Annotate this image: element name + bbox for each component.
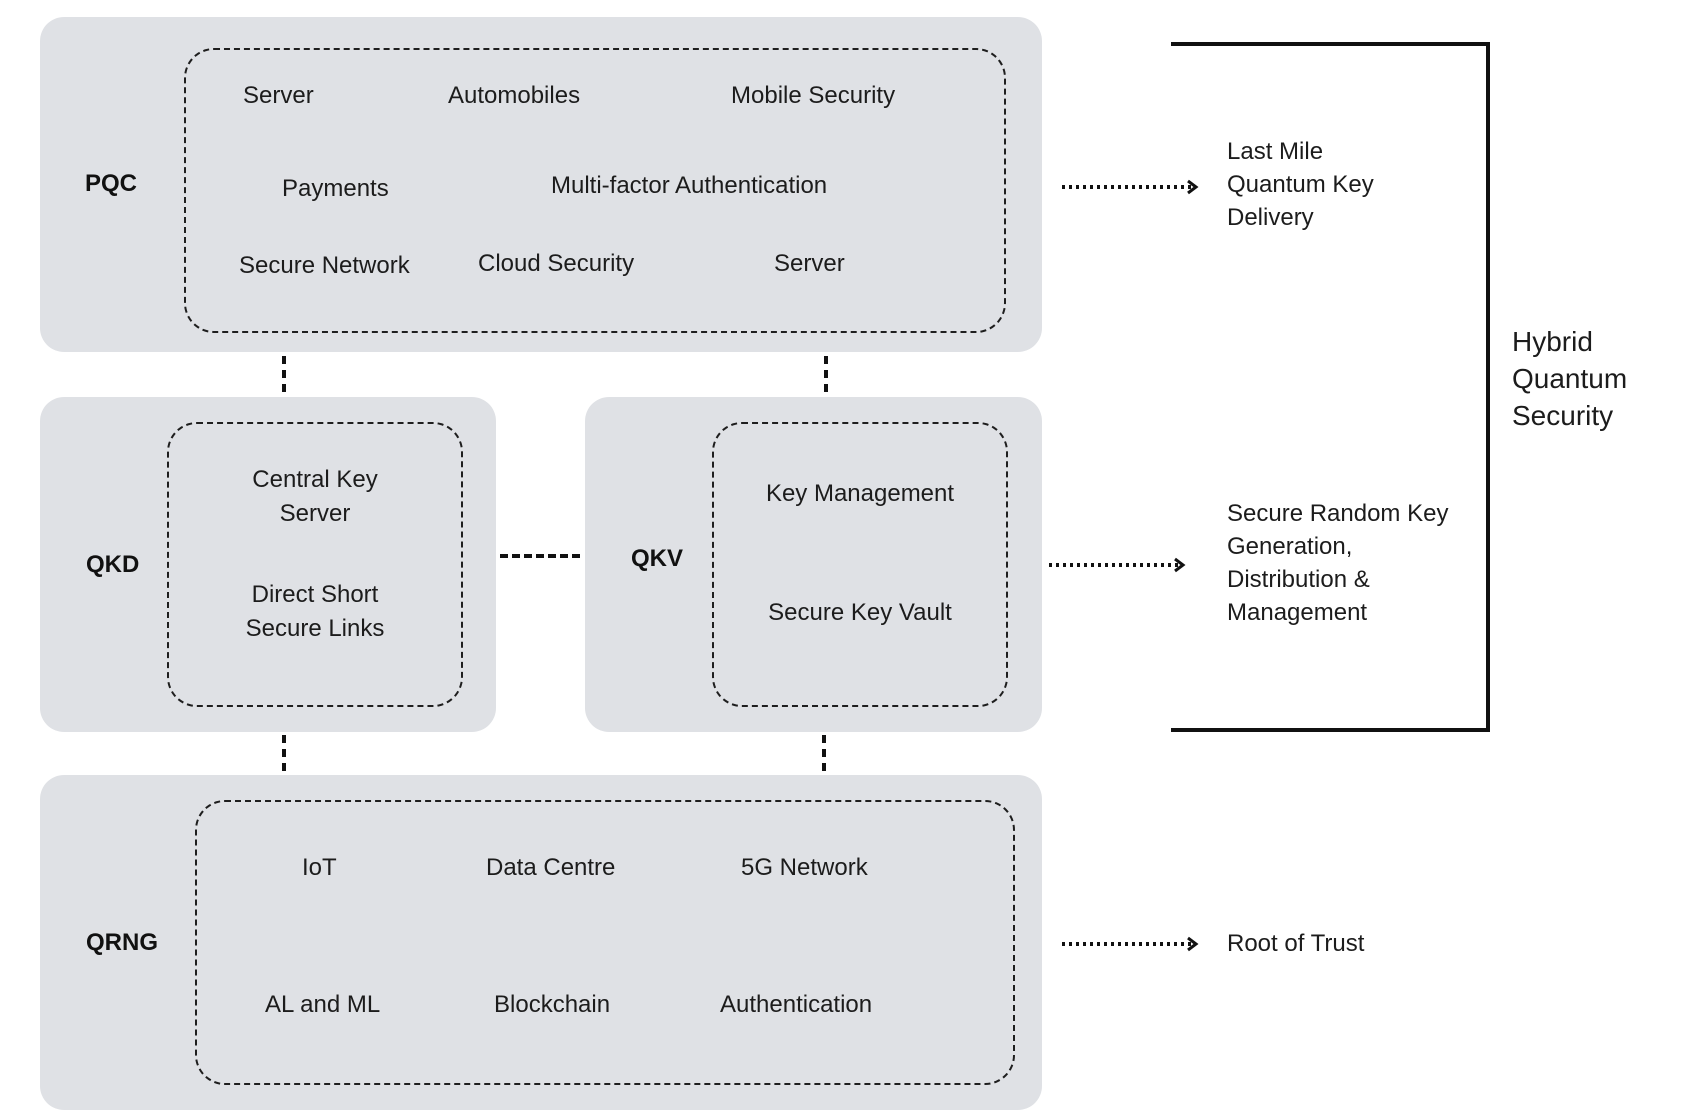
qrng-item-iot: IoT: [302, 854, 337, 881]
qkd-item-central-key-server: Central Key Server: [252, 466, 378, 527]
qrng-panel: [40, 775, 1042, 1110]
qkv-item-key-management: Key Management: [765, 480, 955, 507]
qkd-panel: [40, 397, 496, 732]
connector-pqc-qkv: [824, 356, 828, 392]
qkd-label: QKD: [86, 551, 140, 578]
qrng-output-text: Root of Trust: [1227, 930, 1365, 957]
qrng-item-5g-network: 5G Network: [741, 854, 868, 881]
pqc-output-text: Last Mile Quantum Key Delivery: [1227, 138, 1374, 231]
connector-qkv-qrng: [822, 735, 826, 771]
qrng-output-arrow: [1062, 936, 1199, 952]
qkv-items-box: [712, 422, 1008, 707]
qkv-output-text: Secure Random Key Generation, Distributi…: [1227, 500, 1449, 626]
pqc-item-automobiles: Automobiles: [448, 82, 581, 109]
qrng-items-box: [195, 800, 1015, 1085]
qrng-item-authentication: Authentication: [720, 991, 873, 1018]
pqc-item-server-2: Server: [774, 250, 845, 277]
pqc-label: PQC: [85, 170, 138, 197]
hybrid-quantum-security-label: Hybrid Quantum Security: [1512, 326, 1628, 431]
hybrid-bracket: [1171, 42, 1490, 732]
qrng-item-al-and-ml: AL and ML: [265, 991, 381, 1018]
qkd-items-box: [167, 422, 463, 707]
pqc-item-cloud-security: Cloud Security: [478, 250, 635, 277]
connector-qkd-qkv: [500, 554, 580, 558]
pqc-items-box: [184, 48, 1006, 333]
pqc-item-mobile-security: Mobile Security: [731, 82, 896, 109]
qkv-panel: [585, 397, 1042, 732]
qkd-item-direct-short-secure-links: Direct Short Secure Links: [245, 581, 385, 642]
qrng-item-blockchain: Blockchain: [494, 991, 611, 1018]
pqc-item-payments: Payments: [282, 175, 389, 202]
pqc-item-secure-network: Secure Network: [239, 252, 410, 279]
pqc-output-arrow: [1062, 179, 1199, 195]
qkv-item-secure-key-vault: Secure Key Vault: [768, 599, 952, 626]
pqc-item-server: Server: [243, 82, 314, 109]
qkv-label: QKV: [631, 545, 684, 572]
connector-pqc-qkd: [282, 356, 286, 392]
pqc-item-multi-factor-authentication: Multi-factor Authentication: [551, 172, 828, 199]
qrng-item-data-centre: Data Centre: [486, 854, 616, 881]
connector-qkd-qrng: [282, 735, 286, 771]
qrng-label: QRNG: [86, 929, 158, 956]
qkv-output-arrow: [1049, 557, 1186, 573]
